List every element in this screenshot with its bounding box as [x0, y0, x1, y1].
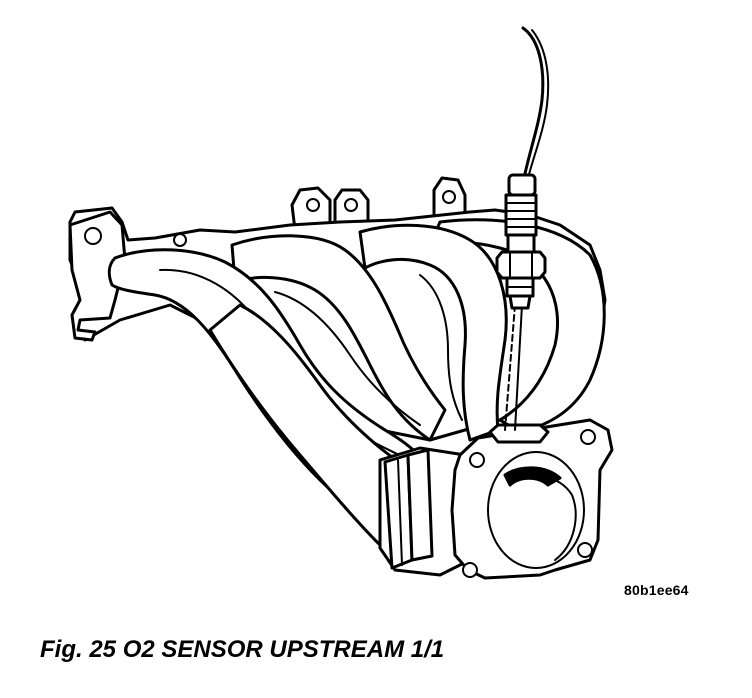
left-flange-hole-1: [84, 227, 102, 245]
left-flange-hole-2: [173, 233, 187, 247]
flange-bolt-hole-4: [462, 562, 478, 578]
sensor-threads-upper: [504, 193, 538, 237]
collector-band-line: [397, 459, 403, 566]
installation-guide-line-2: [514, 304, 523, 431]
sensor-wire-inner: [527, 29, 550, 179]
sensor-boot: [507, 173, 537, 197]
sensor-wire: [521, 26, 545, 180]
sensor-boss: [488, 423, 550, 444]
flange-bolt-hole-2: [580, 429, 596, 445]
collector-band-inner: [406, 448, 434, 562]
figure-reference-code: 80b1ee64: [624, 582, 689, 598]
runner-2: [230, 234, 447, 442]
left-flange-ear: [68, 210, 127, 342]
mounting-hole-1: [306, 198, 320, 212]
flange-bolt-hole-3: [577, 542, 593, 558]
sensor-tip: [508, 294, 532, 310]
mounting-hole-3: [442, 190, 456, 204]
sensor-hex-nut: [495, 250, 547, 280]
runner-2-contour: [274, 291, 421, 426]
flange-bolt-hole-1: [469, 452, 485, 468]
runner-3-contour: [419, 274, 463, 421]
mounting-hole-2: [344, 198, 358, 212]
installation-guide-line: [504, 304, 516, 431]
figure-caption: Fig. 25 O2 SENSOR UPSTREAM 1/1: [40, 636, 445, 663]
outlet-bore-shadow: [503, 466, 562, 487]
